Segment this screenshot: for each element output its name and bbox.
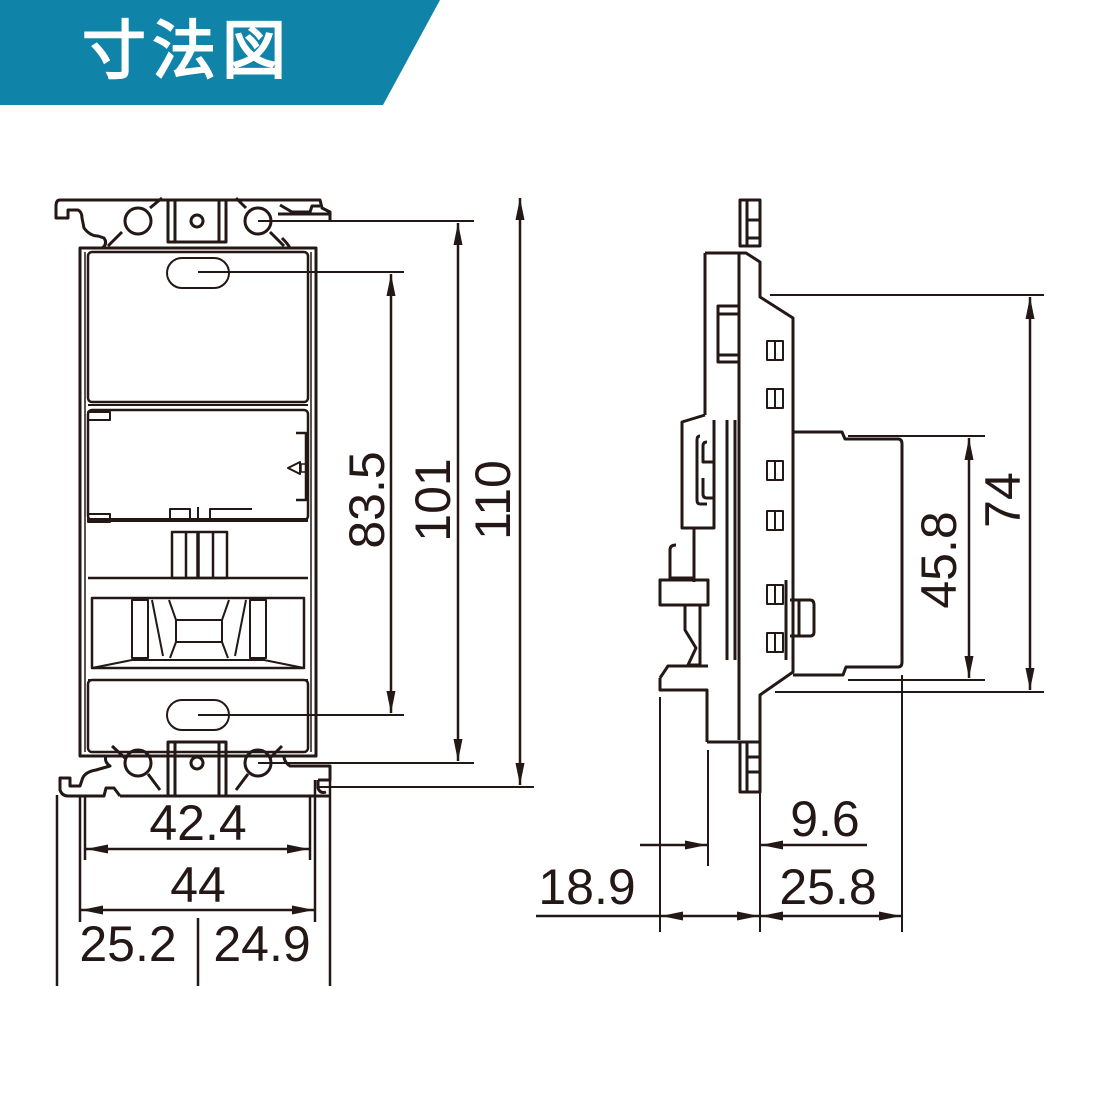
switch-body [78, 246, 318, 758]
side-extension-lines [659, 294, 1044, 932]
dim-label-9-6: 9.6 [790, 791, 860, 847]
dim-label-45-8: 45.8 [911, 511, 967, 608]
front-view: 83.5 101 110 42.4 44 25.2 24.9 [54, 196, 534, 986]
side-dimension-lines [536, 297, 1035, 921]
bottom-mounting-frame [58, 740, 332, 798]
front-vertical-dimension-lines [386, 198, 525, 785]
top-mounting-frame [54, 196, 332, 250]
dim-label-74: 74 [975, 472, 1031, 528]
banner-background [0, 0, 440, 105]
dim-label-83-5: 83.5 [339, 451, 395, 548]
dim-label-110: 110 [465, 460, 521, 540]
dim-label-25-2: 25.2 [79, 916, 176, 972]
title-banner: 寸法図 [0, 0, 440, 105]
dim-label-44: 44 [170, 857, 226, 913]
dim-label-18-9: 18.9 [538, 859, 635, 915]
dim-label-25-8: 25.8 [779, 859, 876, 915]
front-horizontal-dimension-lines [55, 780, 332, 986]
page-title: 寸法図 [82, 15, 292, 89]
dim-label-24-9: 24.9 [213, 916, 310, 972]
side-view [658, 198, 904, 794]
dim-label-101: 101 [405, 458, 461, 541]
front-extension-lines [198, 220, 534, 788]
side-vent-slots [766, 340, 784, 653]
dim-label-42-4: 42.4 [149, 795, 246, 851]
